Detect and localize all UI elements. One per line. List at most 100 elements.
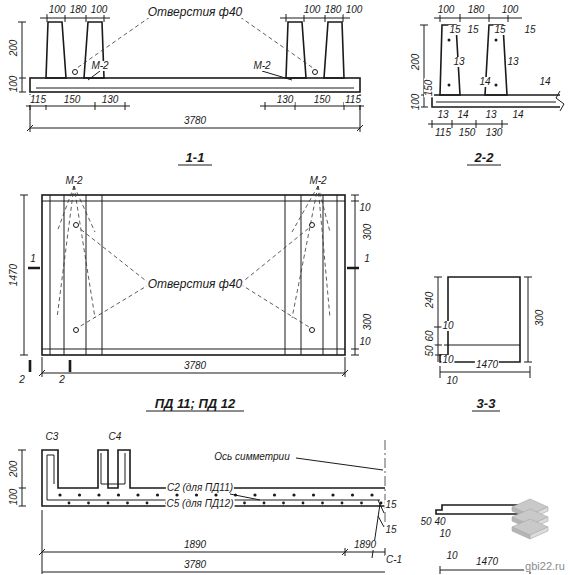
dimension-label: 13 — [452, 57, 465, 67]
rebar-dot — [126, 502, 129, 505]
dimension-label: 50 — [425, 344, 435, 357]
dimension-label: 10 — [438, 529, 451, 539]
dimension-label: 180 — [324, 5, 343, 15]
section-view — [434, 277, 442, 362]
dimension-label: 15 — [466, 25, 479, 35]
dimension-label: С2 (для ПД11) — [166, 483, 234, 493]
plan-view — [57, 186, 95, 318]
dimension-label: 14 — [538, 77, 551, 87]
dimension-label: 1470 — [475, 360, 499, 370]
plan-view — [50, 195, 102, 355]
reinforcement-view — [18, 440, 530, 574]
section-view — [524, 277, 532, 362]
section-view — [448, 84, 451, 87]
section-view — [434, 14, 522, 22]
section-view — [444, 345, 520, 346]
plan-view — [28, 267, 359, 270]
rebar-dot — [360, 502, 363, 505]
rebar-dot — [312, 493, 315, 496]
dimension-label: 200 — [9, 39, 19, 58]
dimension-label: 1 — [29, 254, 37, 264]
plan-view — [39, 357, 348, 377]
dimension-label: 1470 — [475, 557, 499, 567]
rebar-dot — [107, 502, 110, 505]
dimension-label: 200 — [411, 53, 421, 72]
reinforcement-view — [42, 450, 385, 506]
plan-view — [351, 195, 359, 355]
dimension-label: 100 — [303, 5, 322, 15]
rebar-dot — [253, 493, 256, 496]
dimension-label: Отверстия ф40 — [147, 6, 243, 18]
rebar-dot — [243, 502, 246, 505]
rebar-dot — [370, 493, 373, 496]
dimension-label: 180 — [467, 5, 486, 15]
rebar-dot — [273, 493, 276, 496]
section-view — [77, 17, 313, 68]
section-view — [73, 70, 78, 75]
dimension-label: 10 — [441, 321, 454, 331]
rebar-dot — [156, 493, 159, 496]
dimension-label: М-2 — [90, 61, 109, 71]
rebar-dot — [87, 502, 90, 505]
section-view — [286, 22, 306, 78]
dimension-label: 130 — [485, 128, 504, 138]
section-view — [40, 14, 110, 22]
dimension-label: 10 — [445, 551, 458, 561]
dimension-label: 2 — [58, 375, 66, 385]
watermark: gbi22.ru — [524, 561, 566, 572]
rebar-dot — [351, 493, 354, 496]
dimension-label: 10 — [358, 203, 371, 213]
section-view — [46, 22, 66, 78]
rebar-dot — [58, 493, 61, 496]
section-title: 3-3 — [476, 397, 497, 410]
dimension-label: 300 — [363, 223, 373, 242]
section-view — [36, 88, 354, 89]
section-view — [280, 14, 350, 22]
dimension-label: 150 — [424, 79, 434, 98]
dimension-label: 14 — [456, 110, 469, 120]
reinforcement-view — [18, 450, 26, 506]
plan-view — [310, 328, 315, 333]
section-view — [27, 94, 363, 132]
section-view — [448, 39, 451, 42]
dimension-label: 150 — [313, 95, 332, 105]
dimension-label: 100 — [9, 75, 19, 94]
section-view — [440, 277, 520, 362]
reinforcement-view — [101, 453, 125, 484]
dimension-label: 180 — [69, 5, 88, 15]
section-view — [436, 102, 556, 103]
dimension-label: М-2 — [308, 176, 327, 186]
dimension-label: 14 — [511, 110, 524, 120]
dimension-label: 1890 — [353, 540, 377, 550]
dimension-label: 15 — [523, 25, 536, 35]
dimension-label: 13 — [436, 110, 449, 120]
dimension-label: С5 (для ПД12) — [166, 499, 235, 509]
reinforcement-view — [42, 572, 385, 573]
dimension-label: 130 — [276, 95, 295, 105]
dimension-label: 60 — [425, 329, 435, 342]
dimension-label: 100 — [9, 488, 19, 507]
dimension-label: 1 — [363, 254, 371, 264]
reinforcement-view — [230, 458, 383, 500]
section-view — [472, 411, 500, 412]
section-view — [30, 78, 360, 92]
section-view — [428, 120, 508, 128]
plan-view — [74, 328, 79, 333]
rebar-dot — [302, 502, 305, 505]
dimension-label: 300 — [535, 309, 545, 328]
dimension-label: Ось симметрии — [213, 452, 290, 462]
section-title: ПД 11; ПД 12 — [154, 397, 237, 410]
dimension-label: 100 — [437, 5, 456, 15]
plan-view — [30, 360, 70, 372]
rebar-dot — [263, 502, 266, 505]
rebar-dot — [136, 493, 139, 496]
section-view — [467, 165, 501, 166]
rebar-dot — [214, 493, 217, 496]
section-title: 2-2 — [474, 151, 495, 164]
dimension-label: 13 — [506, 57, 519, 67]
dimension-label: 50 — [419, 517, 432, 527]
dimension-label: С3 — [45, 432, 60, 442]
plan-view — [20, 186, 359, 411]
rebar-dot — [321, 502, 324, 505]
section-view — [432, 95, 560, 107]
